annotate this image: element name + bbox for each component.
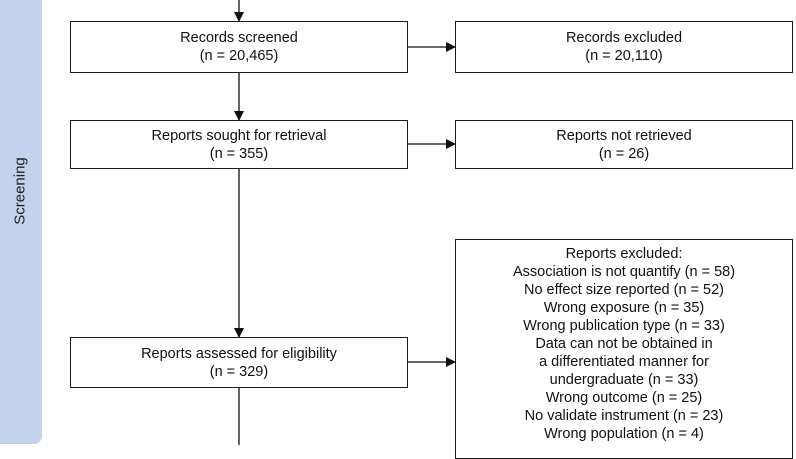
screening-stage-band <box>0 0 42 444</box>
reason-data-not-obtainable-line-3: undergraduate (n = 33) <box>549 372 699 388</box>
reports-sought-box: Reports sought for retrieval (n = 355) <box>70 120 408 169</box>
reason-data-not-obtainable-line-2: a differentiated manner for <box>539 354 709 370</box>
records-excluded-box: Records excluded (n = 20,110) <box>455 21 793 73</box>
reports-not-retrieved-title: Reports not retrieved <box>556 127 692 144</box>
records-screened-count: (n = 20,465) <box>199 48 279 64</box>
reports-sought-title: Reports sought for retrieval <box>151 127 327 144</box>
reports-not-retrieved-box: Reports not retrieved (n = 26) <box>455 120 793 169</box>
reports-not-retrieved-count: (n = 26) <box>598 145 650 162</box>
reason-no-validated-instrument: No validate instrument (n = 23) <box>524 408 724 424</box>
reports-assessed-box: Reports assessed for eligibility (n = 32… <box>70 337 408 388</box>
records-excluded-title: Records excluded <box>565 30 683 46</box>
records-excluded-count: (n = 20,110) <box>585 48 663 64</box>
reason-wrong-exposure: Wrong exposure (n = 35) <box>543 300 705 316</box>
reports-assessed-count: (n = 329) <box>209 363 269 380</box>
reason-data-not-obtainable-line-1: Data can not be obtained in <box>535 336 713 352</box>
records-screened-title: Records screened <box>180 30 298 46</box>
reason-wrong-outcome: Wrong outcome (n = 25) <box>545 390 703 406</box>
records-screened-box: Records screened (n = 20,465) <box>70 21 408 73</box>
reports-sought-count: (n = 355) <box>209 145 269 162</box>
reports-assessed-title: Reports assessed for eligibility <box>141 345 337 362</box>
reports-excluded-box: Reports excluded: Association is not qua… <box>455 239 793 459</box>
connector-layer <box>234 0 456 445</box>
reason-wrong-population: Wrong population (n = 4) <box>544 426 704 442</box>
reason-no-effect-size: No effect size reported (n = 52) <box>523 282 725 298</box>
reports-excluded-heading: Reports excluded: <box>565 246 683 262</box>
reason-not-quantified: Association is not quantify (n = 58) <box>512 264 736 280</box>
reason-wrong-publication-type: Wrong publication type (n = 33) <box>523 318 725 334</box>
